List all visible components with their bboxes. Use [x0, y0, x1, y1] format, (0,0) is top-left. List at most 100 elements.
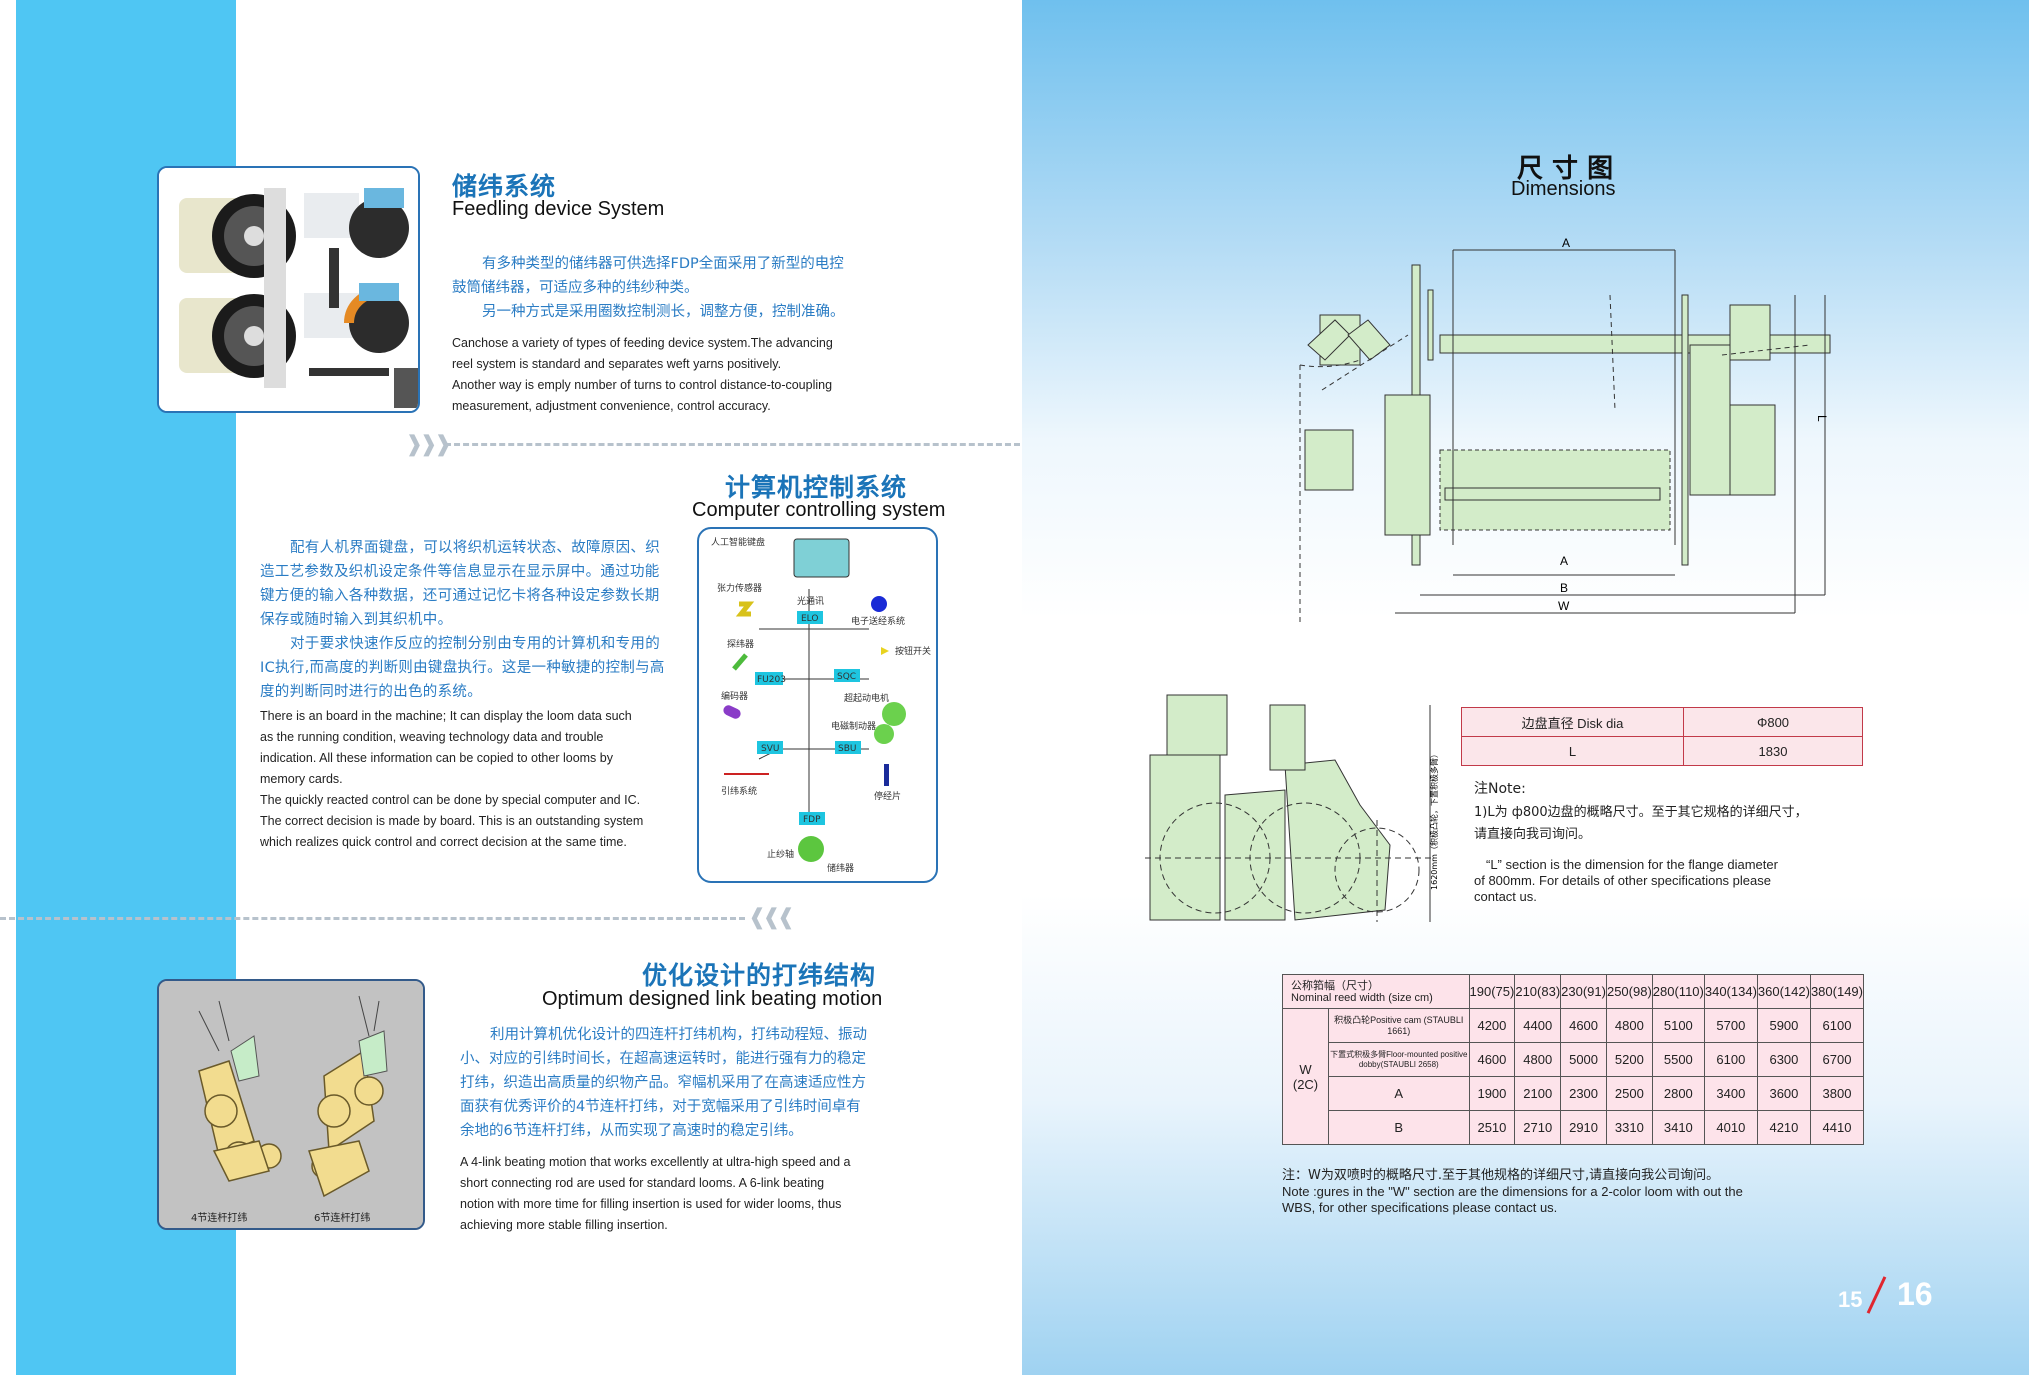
computer-zh-line: 配有人机界面键盘，可以将织机运转状态、故障原因、织	[290, 540, 660, 556]
feeding-title-zh: 储纬系统	[452, 172, 557, 201]
feeding-zh-line: 另一种方式是采用圈数控制测长，调整方便，控制准确。	[482, 304, 845, 320]
w-label-cell: W (2C)	[1282, 1008, 1329, 1145]
table-header-row: 公称筘幅（尺寸） Nominal reed width (size cm) 19…	[1282, 974, 1865, 1009]
beating-4link-label: 4节连杆打纬	[191, 1211, 247, 1224]
diagram-detector-label: 探纬器	[727, 638, 754, 650]
diagram-sbu-label: SBU	[838, 744, 856, 754]
diagram-feeder-label: 储纬器	[827, 862, 854, 874]
dim-label-l: L	[1815, 415, 1829, 422]
diagram-svu-label: SVU	[761, 744, 779, 754]
computer-en-line: which realizes quick control and correct…	[260, 835, 627, 849]
beating-en-line: notion with more time for filling insert…	[460, 1197, 842, 1211]
width-col-header: 380(149)	[1809, 974, 1865, 1009]
width-col-header: 340(134)	[1703, 974, 1758, 1009]
table-cell: 6700	[1809, 1042, 1865, 1077]
disk-label-cell: 边盘直径 Disk dia	[1461, 707, 1684, 737]
feeding-en-line: measurement, adjustment convenience, con…	[452, 399, 771, 413]
diagram-sqc-label: SQC	[837, 672, 856, 682]
divider-arrows-left: ❰❰❰	[748, 905, 795, 930]
dim-label-a-top: A	[1562, 236, 1570, 250]
computer-zh-paragraph: 配有人机界面键盘，可以将织机运转状态、故障原因、织 造工艺参数及织机设定条件等信…	[260, 536, 670, 704]
beating-zh-paragraph: 利用计算机优化设计的四连杆打纬机构，打纬动程短、振动 小、对应的引纬时间长，在超…	[460, 1023, 890, 1143]
l-value-cell: 1830	[1683, 736, 1863, 766]
note-en-line: of 800mm. For details of other specifica…	[1474, 873, 1771, 888]
computer-zh-line: 造工艺参数及织机设定条件等信息显示在显示屏中。通过功能	[260, 564, 660, 580]
computer-en-line: The correct decision is made by board. T…	[260, 814, 644, 828]
dimensions-side-drawing: 1620mm（积极凸轮，下置积极多臂）	[1145, 690, 1445, 930]
row-label: 积极凸轮Positive cam (STAUBLI 1661)	[1328, 1008, 1470, 1043]
footer-note-zh: 注：W为双喷时的概略尺寸.至于其他规格的详细尺寸,请直接向我公司询问。	[1282, 1168, 1720, 1183]
beating-zh-line: 余地的6节连杆打纬，从而实现了高速时的稳定引纬。	[460, 1123, 803, 1139]
computer-en-line: The quickly reacted control can be done …	[260, 793, 641, 807]
diagram-optical-label: 光通讯	[797, 595, 824, 607]
diagram-elo-label: ELO	[801, 614, 818, 624]
width-col-header: 280(110)	[1651, 974, 1705, 1009]
table-cell: 4600	[1468, 1042, 1516, 1077]
table-cell: 4010	[1703, 1110, 1758, 1145]
computer-title-en: Computer controlling system	[692, 499, 946, 521]
diagram-push-label: 按钮开关	[895, 645, 931, 657]
table-row: B 2510 2710 2910 3310 3410 4010 4210 441…	[1283, 1110, 1865, 1145]
diagram-fdp2-label: 止纱轴	[767, 848, 794, 860]
note-zh-line: 请直接向我司询问。	[1474, 827, 1592, 842]
table-row: A 1900 2100 2300 2500 2800 3400 3600 380…	[1283, 1076, 1865, 1111]
feeding-zh-line: 鼓筒储纬器，可适应多种的纬纱种类。	[452, 280, 699, 296]
right-page	[1022, 0, 2029, 1375]
row-label: 下置式积极多臂Floor-mounted positive dobby(STAU…	[1328, 1042, 1470, 1077]
table-cell: 5900	[1756, 1008, 1811, 1043]
beating-6link-label: 6节连杆打纬	[314, 1211, 370, 1224]
table-cell: 2510	[1468, 1110, 1516, 1145]
table-cell: 2100	[1514, 1076, 1562, 1111]
feeding-en-line: reel system is standard and separates we…	[452, 357, 782, 371]
feeding-device-photo	[157, 166, 420, 413]
table-cell: 2910	[1560, 1110, 1607, 1145]
width-head-cell: 公称筘幅（尺寸） Nominal reed width (size cm)	[1282, 974, 1470, 1009]
beating-zh-line: 打纬，织造出高质量的织物产品。窄幅机采用了在高速适应性方	[460, 1075, 866, 1091]
table-cell: 4800	[1605, 1008, 1653, 1043]
table-cell: 5000	[1560, 1042, 1607, 1077]
table-cell: 5200	[1605, 1042, 1653, 1077]
table-cell: 4800	[1514, 1042, 1562, 1077]
feeding-title-en: Feedling device System	[452, 198, 665, 220]
feeding-en-line: Canchose a variety of types of feeding d…	[452, 336, 833, 350]
diagram-leno-label: 引纬系统	[721, 785, 757, 797]
diagram-keyboard-label: 人工智能键盘	[711, 536, 765, 548]
note-zh-line: 1)L为 ф800边盘的概略尺寸。至于其它规格的详细尺寸，	[1474, 805, 1808, 820]
table-cell: 4600	[1560, 1008, 1607, 1043]
table-row: L 1830	[1461, 736, 1863, 766]
table-cell: 3600	[1756, 1076, 1811, 1111]
dimensions-title-zh: 尺 寸 图	[1517, 154, 1614, 184]
beating-motion-photo: 4节连杆打纬 6节连杆打纬	[157, 979, 425, 1230]
diagram-fu203-label: FU203	[757, 675, 786, 685]
note-en: “L” section is the dimension for the fla…	[1474, 857, 1874, 905]
table-cell: 2300	[1560, 1076, 1607, 1111]
note-zh: 1)L为 ф800边盘的概略尺寸。至于其它规格的详细尺寸， 请直接向我司询问。	[1474, 802, 1874, 846]
dimensions-title-en: Dimensions	[1511, 178, 1616, 200]
divider-arrows-right: ❱❱❱	[405, 432, 452, 457]
page-number-right: 16	[1897, 1276, 1933, 1312]
beating-en-line: achieving more stable filling insertion.	[460, 1218, 668, 1232]
disk-spec-table: 边盘直径 Disk dia Φ800 L 1830	[1461, 707, 1863, 766]
footer-note-en: Note :gures in the "W" section are the d…	[1282, 1184, 1842, 1216]
feeding-en-line: Another way is emply number of turns to …	[452, 378, 833, 392]
disk-value-cell: Φ800	[1683, 707, 1863, 737]
table-cell: 3310	[1605, 1110, 1653, 1145]
beating-zh-line: 面获有优秀评价的4节连杆打纬，对于宽幅采用了引纬时间卓有	[460, 1099, 861, 1115]
beating-en-paragraph: A 4-link beating motion that works excel…	[460, 1152, 890, 1236]
beating-en-line: A 4-link beating motion that works excel…	[460, 1155, 851, 1169]
feeding-zh-line: 有多种类型的储纬器可供选择FDP全面采用了新型的电控	[482, 256, 844, 272]
table-cell: 4210	[1756, 1110, 1811, 1145]
table-cell: 1900	[1468, 1076, 1516, 1111]
computer-zh-line: 对于要求快速作反应的控制分别由专用的计算机和专用的	[290, 636, 660, 652]
control-system-diagram: 人工智能键盘 张力传感器 光通讯 ELO 电子送经系统 探纬器 按钮开关 FU2…	[697, 527, 938, 883]
dim-label-side: 1620mm（积极凸轮，下置积极多臂）	[1429, 750, 1439, 890]
width-col-header: 210(83)	[1514, 974, 1562, 1009]
width-table: 公称筘幅（尺寸） Nominal reed width (size cm) 19…	[1282, 974, 1865, 1145]
divider-line	[0, 917, 745, 920]
table-cell: 3400	[1703, 1076, 1758, 1111]
width-col-header: 230(91)	[1560, 974, 1607, 1009]
table-cell: 2500	[1605, 1076, 1653, 1111]
note-en-line: contact us.	[1474, 889, 1537, 904]
table-row: W (2C) 积极凸轮Positive cam (STAUBLI 1661) 4…	[1282, 1008, 1865, 1145]
width-col-header: 360(142)	[1756, 974, 1811, 1009]
